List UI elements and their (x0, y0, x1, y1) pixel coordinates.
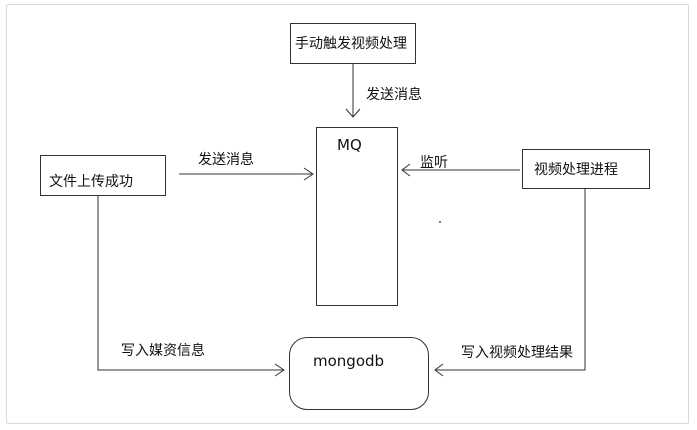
node-mongodb: mongodb (289, 337, 429, 410)
arrowhead-upload-to-mq (303, 167, 314, 181)
edge-upload-to-mongo (97, 196, 284, 371)
edge-process-to-mongo (435, 189, 586, 371)
stray-mark (439, 221, 441, 223)
arrowhead-process-to-mongo (434, 363, 444, 377)
edge-label-upload-to-mq: 发送消息 (198, 152, 254, 168)
edge-label-manual-to-mq: 发送消息 (366, 87, 422, 103)
edge-label-process-to-mongo: 写入视频处理结果 (461, 345, 573, 361)
node-video-process: 视频处理进程 (522, 149, 650, 189)
node-file-upload-label: 文件上传成功 (49, 174, 133, 190)
node-mq-label: MQ (337, 136, 362, 154)
edge-label-process-listen: 监听 (420, 155, 448, 171)
node-file-upload: 文件上传成功 (40, 155, 166, 196)
edge-label-upload-to-mongo: 写入媒资信息 (121, 343, 205, 359)
diagram-frame (6, 4, 689, 424)
arrowhead-upload-to-mongo (274, 363, 285, 377)
node-mongodb-label: mongodb (313, 352, 385, 370)
node-video-process-label: 视频处理进程 (534, 162, 618, 178)
node-manual-trigger: 手动触发视频处理 (290, 23, 416, 64)
arrowhead-manual-to-mq (345, 108, 361, 118)
node-mq: MQ (316, 127, 398, 306)
arrowhead-process-listen (401, 163, 411, 177)
node-manual-trigger-label: 手动触发视频处理 (295, 36, 407, 52)
